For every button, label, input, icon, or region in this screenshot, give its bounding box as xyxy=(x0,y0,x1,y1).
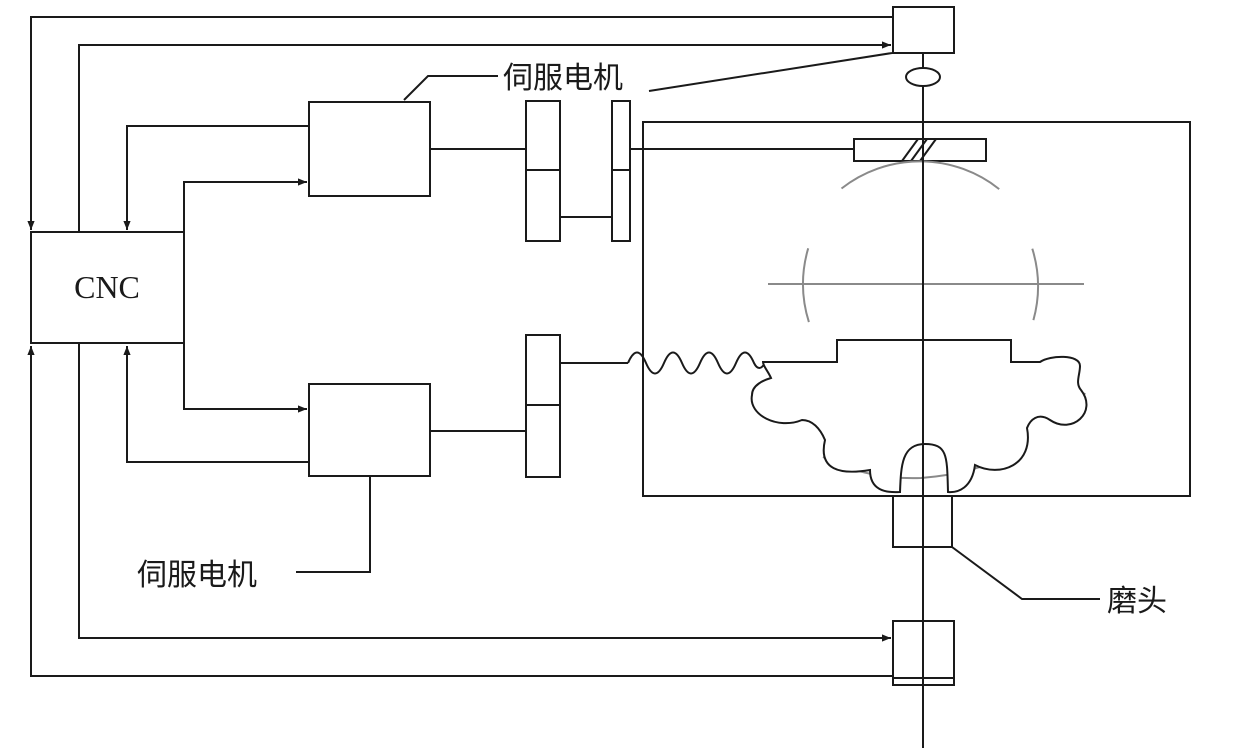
upper-servo-command-wire xyxy=(183,178,307,232)
servo-motor-top-label: 伺服电机 xyxy=(503,61,623,96)
top-coupling-ring xyxy=(905,67,941,87)
lower-servo-command-wire xyxy=(183,343,307,413)
gear-workpiece xyxy=(750,339,1088,494)
lower-servo-motor-box xyxy=(308,383,431,477)
slide-hatch-1 xyxy=(901,138,919,162)
grinding-head-label: 磨头 xyxy=(1107,584,1167,619)
bottom-encoder-command-wire xyxy=(78,343,891,642)
servo-motor-top-leader xyxy=(403,75,498,101)
upper-servo-motor-box xyxy=(308,101,431,197)
upper-servo-feedback-wire xyxy=(123,125,309,230)
grinding-head-leader xyxy=(951,546,1100,600)
lower-servo-feedback-wire xyxy=(123,346,309,463)
cnc-box xyxy=(30,231,185,344)
bottom-encoder-feedback-wire xyxy=(27,346,893,677)
servo-motor-top-leader-right xyxy=(648,52,893,92)
worm-spring xyxy=(627,351,766,375)
top-encoder-box xyxy=(892,6,955,54)
machine-frame xyxy=(642,121,1191,497)
servo-motor-bottom-label: 伺服电机 xyxy=(137,558,257,593)
top-encoder-feedback-wire xyxy=(27,16,893,230)
servo-motor-bottom-leader xyxy=(296,476,371,573)
cnc-label: CNC xyxy=(74,269,140,305)
slide-hatch-2 xyxy=(910,138,928,162)
top-encoder-command-wire xyxy=(78,41,891,232)
